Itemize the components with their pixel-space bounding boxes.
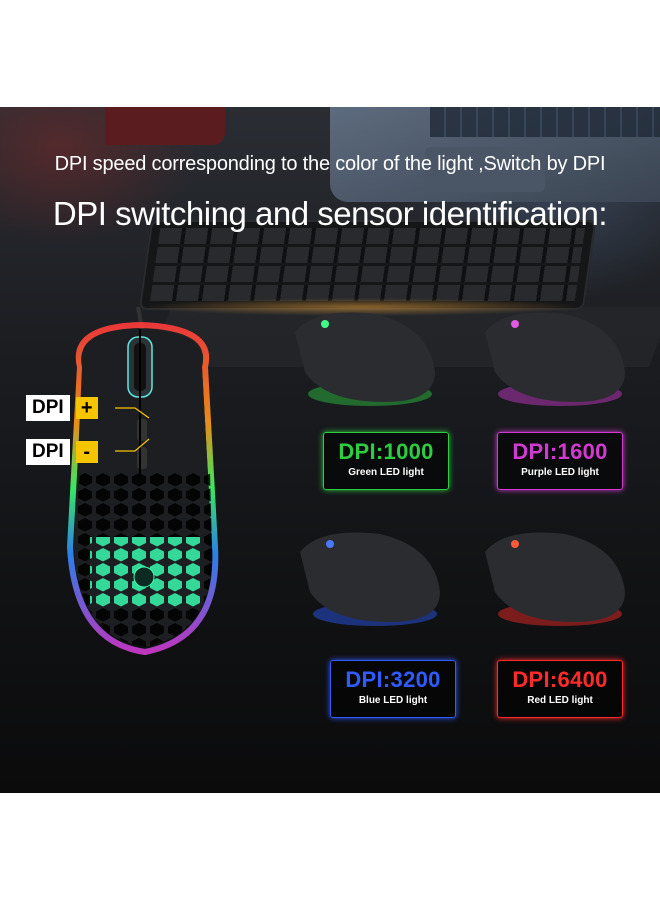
dpi-minus-label: DPI <box>26 439 70 465</box>
mouse-blue-photo <box>300 532 440 626</box>
blue-led-label: Blue LED light <box>358 695 428 706</box>
dpi-minus-connector <box>115 438 150 452</box>
product-photo: DPI speed corresponding to the color of … <box>0 107 660 793</box>
caption-subtitle: DPI speed corresponding to the color of … <box>54 153 606 175</box>
dpi-plus-label: DPI <box>26 395 70 421</box>
dpi-1600-box: DPI:1600 Purple LED light <box>497 432 623 490</box>
dpi-1000-value: DPI:1000 <box>338 439 434 464</box>
dpi-3200-box: DPI:3200 Blue LED light <box>330 660 456 718</box>
dpi-6400-box: DPI:6400 Red LED light <box>497 660 623 718</box>
minus-sign: - <box>75 441 98 463</box>
dpi-plus-tag: DPI + <box>26 394 98 422</box>
keyboard-photo <box>137 220 597 316</box>
caption-title: DPI switching and sensor identification: <box>52 195 608 232</box>
laptop-photo <box>330 107 660 202</box>
mouse-green-photo <box>295 312 435 406</box>
dpi-3200-value: DPI:3200 <box>345 667 441 692</box>
dpi-1600-value: DPI:1600 <box>512 439 608 464</box>
red-led-label: Red LED light <box>527 695 593 706</box>
dpi-plus-connector <box>115 407 150 419</box>
dpi-1000-box: DPI:1000 Green LED light <box>323 432 449 490</box>
mouse-purple-photo <box>485 312 625 406</box>
green-led-label: Green LED light <box>348 467 424 478</box>
dpi-minus-tag: DPI - <box>26 438 98 466</box>
plus-sign: + <box>75 397 98 419</box>
dpi-6400-value: DPI:6400 <box>512 667 608 692</box>
gaming-mouse-photo <box>66 307 219 656</box>
purple-led-label: Purple LED light <box>521 467 599 478</box>
red-case <box>105 107 225 145</box>
mouse-red-photo <box>485 532 625 626</box>
